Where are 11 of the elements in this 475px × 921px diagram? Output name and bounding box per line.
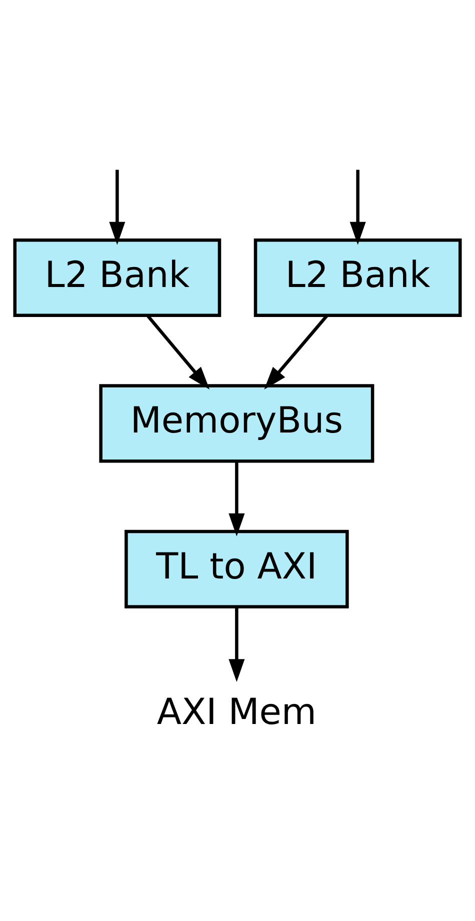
- arrow: [109, 170, 126, 245]
- node-box: MemoryBus: [99, 384, 374, 463]
- arrow: [228, 462, 245, 536]
- node-text: AXI Mem: [156, 692, 316, 733]
- node-box: TL to AXI: [124, 530, 349, 608]
- arrow: [350, 170, 366, 245]
- arrow: [146, 315, 210, 390]
- arrow: [228, 607, 245, 682]
- arrow: [264, 315, 328, 390]
- node-box: L2 Bank: [13, 238, 222, 318]
- node-box: L2 Bank: [254, 238, 462, 318]
